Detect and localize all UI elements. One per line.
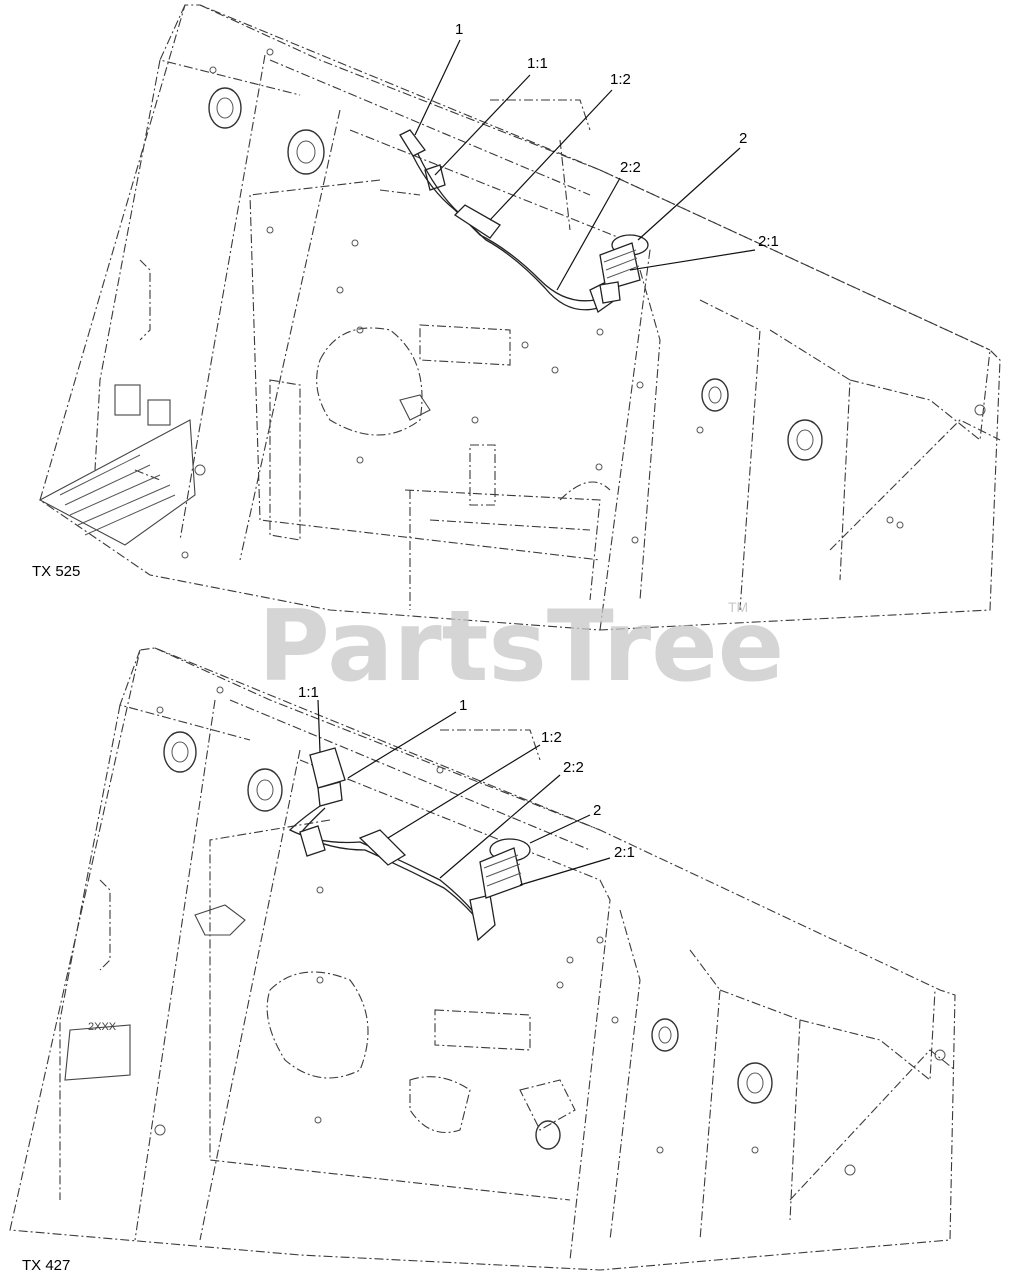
leader-1-1-top [434, 74, 531, 176]
leader-2-1-top [629, 249, 756, 271]
leader-2-bottom [529, 814, 591, 844]
callout-1-2-top: 1:2 [610, 71, 631, 88]
callout-2-2-bottom: 2:2 [563, 759, 584, 776]
view-label-bottom: TX 427 [22, 1257, 71, 1274]
bushing-bottom-3 [651, 1018, 679, 1052]
leader-1-top [414, 39, 461, 136]
callout-1-bottom: 1 [459, 697, 467, 714]
leader-2-2-bottom [439, 774, 561, 879]
key-switch-bottom [479, 838, 531, 899]
callout-2-1-bottom: 2:1 [614, 844, 635, 861]
decal-text: 2XXX [88, 1021, 117, 1033]
wire-harness-top [399, 129, 616, 314]
view-tx427-drawing: 2XXX [9, 647, 956, 1271]
key-switch-top [599, 234, 649, 304]
bushing-bottom-4 [737, 1062, 773, 1104]
leader-2-top [637, 147, 741, 241]
wire-harness-bottom [288, 747, 496, 942]
watermark-text: PartsTree [258, 590, 784, 704]
callout-2-2-top: 2:2 [620, 159, 641, 176]
callout-1-top: 1 [455, 21, 463, 38]
bushing-top-3 [701, 378, 729, 412]
leader-1-1-bottom [317, 699, 321, 753]
view-tx525-drawing [38, 4, 1001, 631]
callouts-top: 1 1:1 1:2 2 2:2 2:1 [414, 21, 779, 291]
bushing-bottom-5 [535, 1120, 561, 1150]
bushing-top-4 [787, 419, 823, 461]
leader-2-2-top [556, 177, 621, 291]
bushing-top-1 [208, 87, 242, 129]
watermark-tm: TM [728, 599, 748, 615]
leader-1-bottom [347, 711, 457, 779]
leader-2-1-bottom [519, 857, 611, 886]
callout-1-1-bottom: 1:1 [298, 684, 319, 701]
bushing-bottom-2 [247, 768, 283, 812]
bushing-bottom-1 [163, 731, 197, 773]
callouts-bottom: 1:1 1 1:2 2:2 2 2:1 [298, 684, 635, 886]
callout-2-bottom: 2 [593, 802, 601, 819]
view-label-top: TX 525 [32, 563, 81, 580]
callout-1-2-bottom: 1:2 [541, 729, 562, 746]
leader-1-2-top [489, 89, 613, 221]
callout-2-1-top: 2:1 [758, 233, 779, 250]
leader-1-2-bottom [387, 744, 541, 839]
bushing-top-2 [287, 129, 325, 175]
callout-1-1-top: 1:1 [527, 55, 548, 72]
callout-2-top: 2 [739, 130, 747, 147]
